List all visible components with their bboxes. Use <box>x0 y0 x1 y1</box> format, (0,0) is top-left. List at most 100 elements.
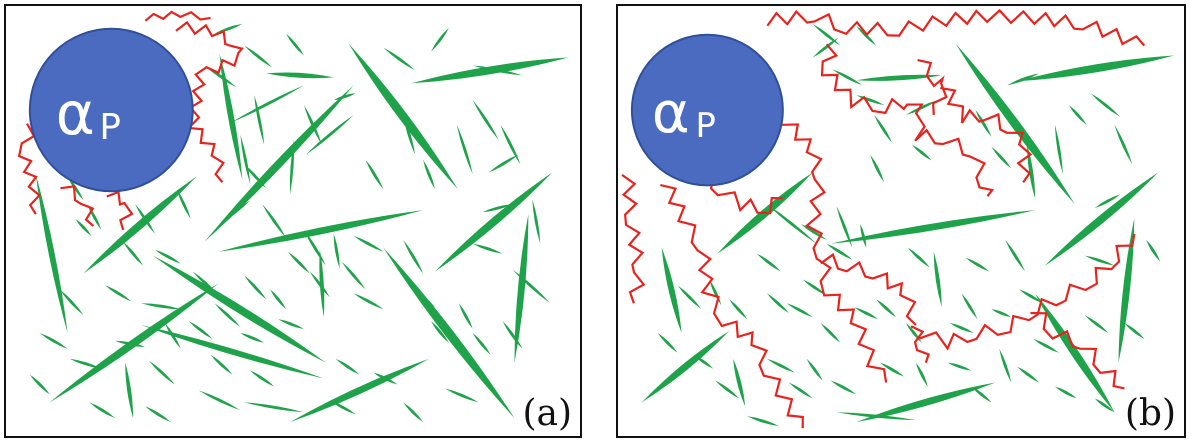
fiber <box>244 45 273 68</box>
fiber <box>661 247 682 333</box>
fiber <box>991 309 1012 318</box>
fiber <box>83 176 197 274</box>
fiber <box>856 74 942 81</box>
fiber <box>67 176 84 201</box>
fiber <box>333 93 356 101</box>
fiber <box>262 204 287 238</box>
fiber <box>154 249 181 264</box>
conduction-path <box>660 183 804 429</box>
fiber <box>874 114 893 143</box>
fiber <box>1019 289 1043 304</box>
fiber <box>786 303 813 318</box>
panel-label: (a) <box>522 393 572 434</box>
fiber <box>1094 194 1121 209</box>
conduction-path-group <box>17 10 244 231</box>
fiber <box>89 402 116 419</box>
fiber <box>802 279 827 296</box>
fiber <box>715 380 740 399</box>
fiber <box>240 332 265 343</box>
fiber <box>854 307 879 320</box>
conduction-path <box>820 252 917 326</box>
panel-b: α P (b) <box>616 4 1186 438</box>
fiber <box>905 100 938 115</box>
fiber <box>341 261 366 290</box>
particle-subscript: P <box>695 106 715 145</box>
fiber <box>176 189 191 220</box>
fiber <box>856 382 996 423</box>
fiber <box>677 285 702 310</box>
conduction-path <box>621 174 646 304</box>
fiber <box>729 299 748 320</box>
fiber <box>947 362 972 371</box>
conduction-path-group <box>621 8 1146 429</box>
fiber <box>1054 386 1077 399</box>
fiber <box>266 72 334 79</box>
fiber <box>1084 255 1115 266</box>
fiber <box>278 319 304 329</box>
fiber <box>502 321 523 349</box>
fiber <box>365 159 384 190</box>
fiber <box>766 204 817 244</box>
fiber <box>210 354 233 375</box>
fiber <box>1005 239 1026 272</box>
particle: α P <box>28 27 194 193</box>
fiber <box>693 354 714 369</box>
conduction-path <box>917 58 948 116</box>
particle-circle <box>630 33 784 187</box>
fiber <box>965 257 990 272</box>
fiber <box>333 233 340 269</box>
conduction-path <box>919 233 1136 351</box>
fiber <box>766 358 795 373</box>
fiber <box>766 293 789 314</box>
fiber <box>270 289 287 310</box>
fiber <box>1090 93 1121 117</box>
fiber <box>383 47 416 71</box>
fiber <box>933 251 942 308</box>
fiber <box>488 154 519 173</box>
fiber <box>141 325 324 379</box>
fiber <box>999 348 1012 383</box>
fiber <box>991 146 1012 169</box>
conduction-path <box>1030 311 1125 390</box>
fiber <box>305 114 354 155</box>
fiber <box>870 154 885 183</box>
fiber <box>830 380 857 395</box>
fiber <box>219 200 251 224</box>
fiber <box>911 144 932 161</box>
panel-label: (b) <box>1124 393 1176 434</box>
fiber <box>657 332 678 353</box>
fiber <box>1094 398 1115 413</box>
fiber <box>240 134 251 185</box>
conduction-path <box>940 86 1033 183</box>
fiber <box>403 402 424 423</box>
fiber <box>1114 124 1133 165</box>
fiber <box>836 206 853 248</box>
fiber <box>49 283 219 403</box>
fiber <box>880 362 904 377</box>
fiber <box>826 243 853 260</box>
fiber <box>403 239 424 274</box>
fiber <box>59 289 84 316</box>
fiber <box>800 223 827 240</box>
fiber <box>383 247 515 419</box>
fiber <box>907 247 930 268</box>
fiber <box>856 25 877 46</box>
fiber <box>288 251 310 274</box>
fiber <box>198 390 241 411</box>
fiber <box>250 370 275 387</box>
conduction-path <box>782 123 888 383</box>
fiber <box>39 332 68 349</box>
conduction-path <box>175 20 244 184</box>
fiber <box>915 362 928 387</box>
fiber <box>905 323 922 343</box>
fiber <box>641 330 730 403</box>
fiber <box>806 358 823 381</box>
fiber <box>244 275 267 300</box>
fiber <box>69 358 102 369</box>
fiber <box>123 241 144 266</box>
fiber <box>244 164 267 189</box>
conduction-path <box>910 325 930 364</box>
particle-circle <box>28 27 194 193</box>
fiber <box>788 382 813 399</box>
fiber <box>1054 124 1063 175</box>
